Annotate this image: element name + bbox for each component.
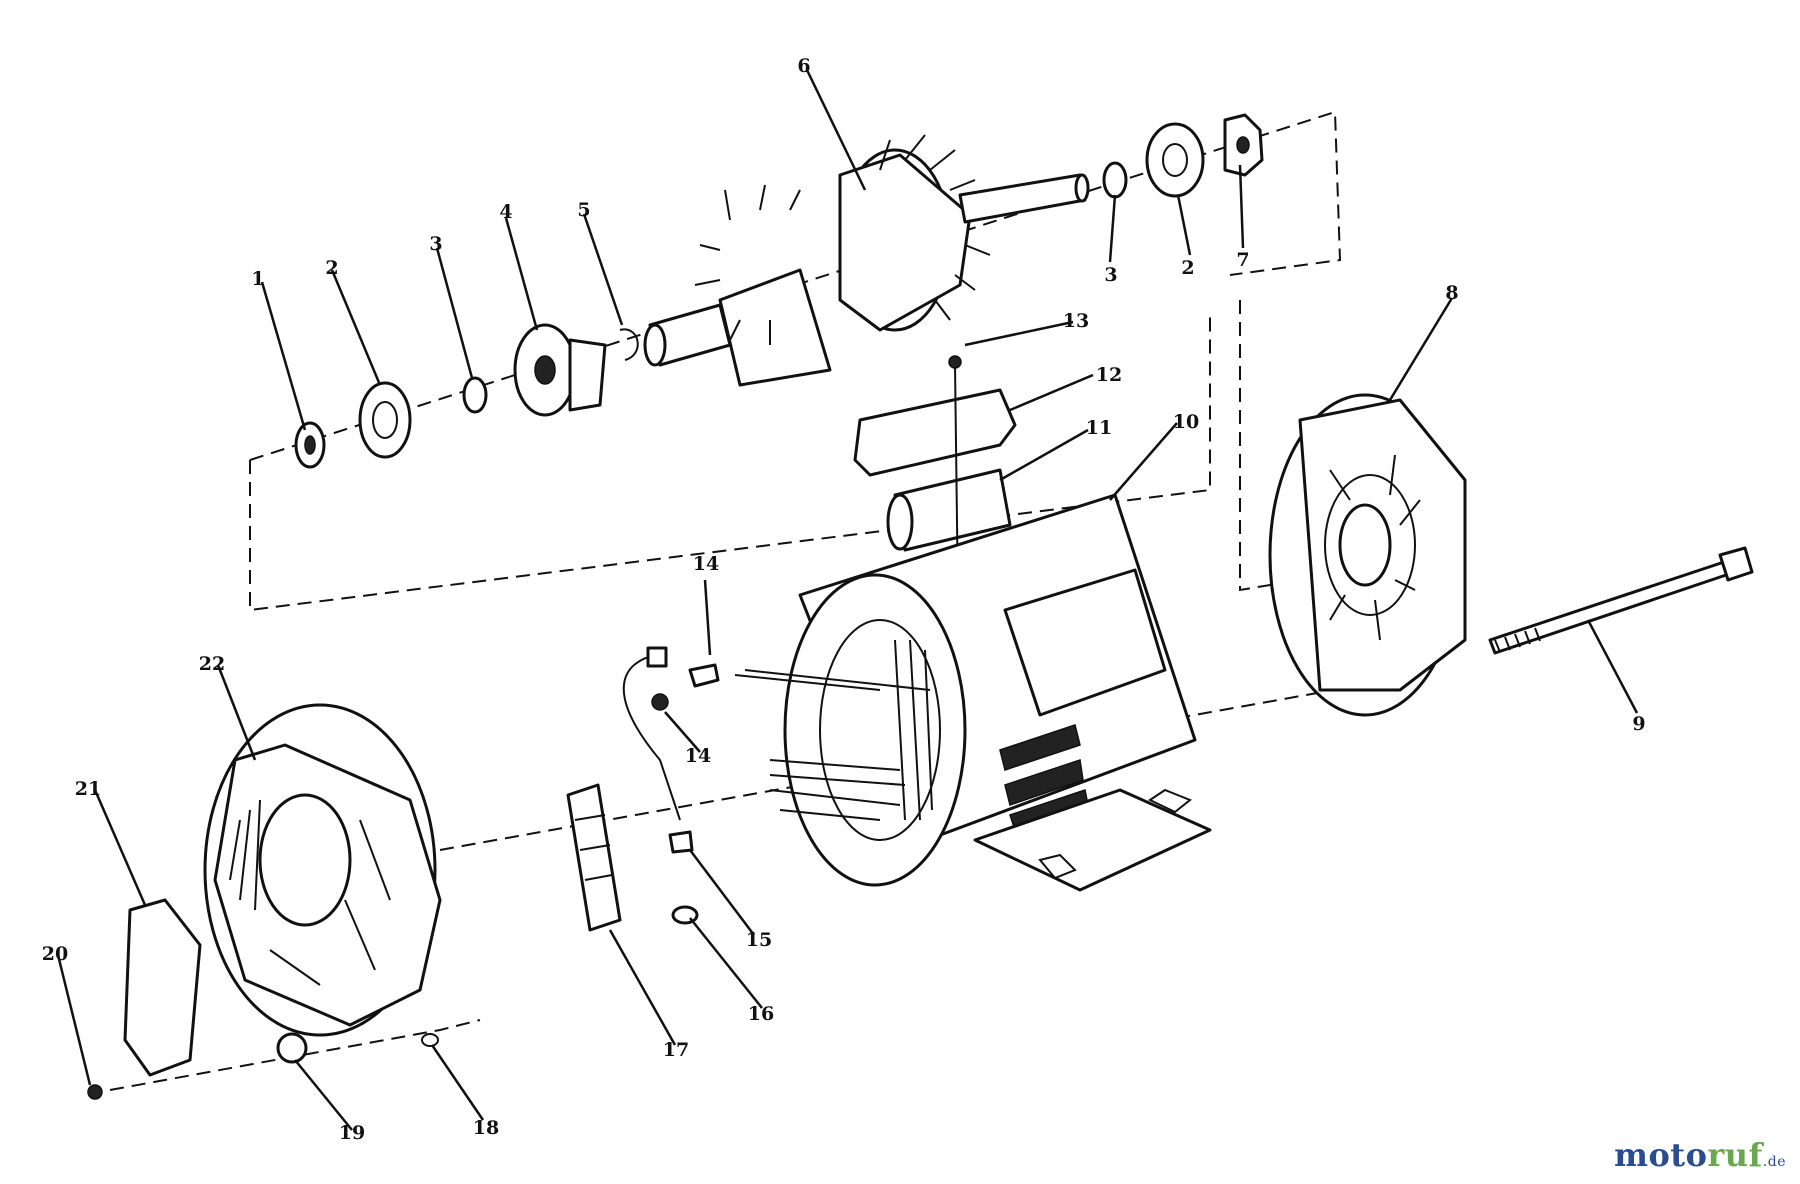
callout-15: 15 <box>745 929 773 951</box>
rear-bearing-parts <box>1102 113 1264 199</box>
end-bell-rear <box>1268 393 1467 717</box>
callout-20: 20 <box>41 943 69 965</box>
callout-14-top: 14 <box>692 553 720 575</box>
callout-2: 2 <box>325 257 339 279</box>
callout-3: 3 <box>429 233 443 255</box>
through-bolt <box>1488 546 1754 655</box>
callout-21: 21 <box>74 778 102 800</box>
clip-5 <box>619 328 639 361</box>
callout-6: 6 <box>797 55 811 77</box>
bearing-2 <box>358 381 412 459</box>
callout-16: 16 <box>747 1003 775 1025</box>
callout-3-rear: 3 <box>1104 264 1118 286</box>
callout-4: 4 <box>499 201 513 223</box>
ring-3 <box>462 376 488 414</box>
callout-10: 10 <box>1172 411 1200 433</box>
cover-21 <box>123 898 202 1077</box>
leader-lines <box>56 69 1639 1131</box>
switch-parts <box>566 646 881 932</box>
callout-13: 13 <box>1062 310 1090 332</box>
capacitor-parts <box>853 355 1017 601</box>
callout-12: 12 <box>1095 364 1123 386</box>
callout-18: 18 <box>472 1117 500 1139</box>
callout-19: 19 <box>338 1122 366 1144</box>
callout-1: 1 <box>251 268 265 290</box>
callout-22: 22 <box>198 653 226 675</box>
callout-11: 11 <box>1085 417 1113 439</box>
callout-17: 17 <box>662 1039 690 1061</box>
motoruf-watermark: motoruf.de <box>1614 1136 1786 1174</box>
end-bell-front <box>87 703 442 1100</box>
front-bearing-parts <box>294 323 639 469</box>
callout-2-rear: 2 <box>1181 257 1195 279</box>
callout-9: 9 <box>1632 713 1646 735</box>
callout-14-bottom: 14 <box>684 745 712 767</box>
callout-5: 5 <box>577 199 591 221</box>
callout-8: 8 <box>1445 282 1459 304</box>
callout-7: 7 <box>1236 249 1250 271</box>
rotor-assembly <box>643 134 1090 387</box>
motor-housing <box>744 493 1212 892</box>
